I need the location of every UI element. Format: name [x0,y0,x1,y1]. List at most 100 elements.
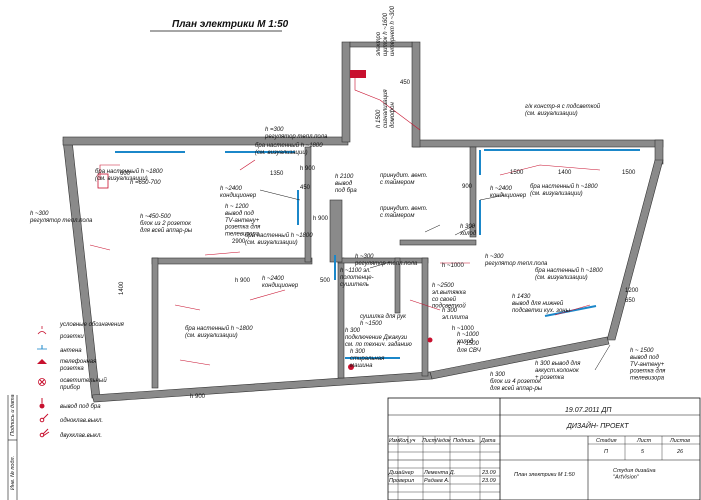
tb-date: 19.07.2011 ДП [565,407,612,414]
plan-title: План электрики М 1:50 [172,19,289,30]
tb-designer-name: Лемента Д. [423,470,455,476]
label-prinud1: принудит. вент.с таймером [380,173,427,186]
label-polotence: h ~1100 эл.полотенце-сушитель [340,268,374,288]
label-bra4: бра настенный h ~1800(см. визуализации) [245,232,313,246]
tb-checker-date: 23.09 [481,478,496,484]
tb-list: 5 [641,449,645,455]
tb-designer-date: 23.09 [481,470,496,476]
side-label-2: Инв. № подл. [10,456,16,490]
leader-lines [259,189,611,371]
legend-antenna-icon [37,345,47,350]
label-h1000a: h ~1000 [442,263,465,269]
legend-light-icon [38,378,46,386]
label-1400: 1400 [119,281,125,295]
title-block: 19.07.2011 ДП ДИЗАЙН- ПРОЕКТ Изм. Кол.уч… [387,397,701,500]
tb-head-podpis: Подпись [453,438,475,444]
label-prinud2: принудит. вент.с таймером [380,206,427,219]
label-450b: 450 [300,185,311,191]
tb-listov: 26 [676,449,684,455]
tb-head-data: Дата [480,438,496,444]
label-600: 600 [120,171,131,177]
tb-list-h: Лист [636,438,652,444]
tb-head-izm: Изм. [389,438,401,444]
walls [62,41,664,403]
wiring [89,75,601,366]
tb-head-list: Лист [421,438,437,444]
tb-head-ndok: №док [436,438,451,444]
label-500: 500 [320,278,331,284]
label-h900d: h 900 [190,394,206,400]
label-h1000b: h ~1000 [452,326,475,332]
tb-project: ДИЗАЙН- ПРОЕКТ [566,421,629,430]
label-1500a: 1500 [510,170,524,176]
tb-head-kol: Кол.уч [399,438,416,444]
label-bra2: бра настенный h ~1800(см. визуализации) [530,183,598,197]
label-bra6: бра настенный h ~1800(см. визуализации) [185,325,253,339]
label-2900: 2900 [232,239,246,245]
label-signal: h 1500сигнализациядомофон [376,89,396,128]
legend: условные обозначения розетки антена теле… [37,322,125,439]
label-gk: г/к констр-я с подсветкой(см. визуализац… [525,103,601,117]
label-h650-700: h =650-700 [130,180,161,186]
label-1500b: 1500 [622,170,636,176]
legend-item-6: двухклав.выкл. [60,433,102,439]
label-bra3: бра настенный h ~1800(см. визуализации) [95,168,163,182]
label-1350: 1350 [270,171,284,177]
tb-listov-h: Листов [669,438,690,444]
label-bra5: бра настенный h ~1800(см. визуализации) [535,267,603,281]
side-label-1: Подпись и дата [10,394,16,436]
legend-socket-icon [37,326,47,335]
legend-bra-icon [39,398,45,409]
label-h900b: h 900 [313,216,329,222]
lighting-strips [115,149,640,359]
legend-item-4: вывод под бра [60,404,101,410]
label-bra1: бра настенный h ~1800(см. визуализации) [255,142,323,156]
legend-switch1-icon [39,413,49,423]
labels: электрощиток h ~1600интернет h ~300 450 … [29,5,666,400]
label-900: 900 [462,184,473,190]
tb-stadia-h: Стадия [596,438,617,444]
legend-item-1: антена [60,348,82,354]
label-h900c: h 900 [235,278,251,284]
label-650: 650 [625,298,636,304]
legend-switch2-icon [39,428,50,438]
legend-title: условные обозначения [59,322,125,328]
tb-designer-role: Дизайнер [388,469,414,476]
label-1200: 1200 [625,288,639,294]
tb-checker-role: Проверил [389,478,414,484]
label-1400b: 1400 [558,170,572,176]
label-450: 450 [400,80,411,86]
tb-checker-name: Радаев А. [424,478,449,484]
label-h900: h 900 [300,166,316,172]
tb-stadia: П [604,449,608,455]
label-elec-shchit: электрощиток h ~1600интернет h ~300 [376,5,396,56]
tb-sheet-title: План электрики М 1:50 [514,472,576,478]
tb-studio: Студия дизайна"ArtVision" [613,467,656,480]
legend-phone-icon [37,359,47,364]
legend-item-5: одноклав.выкл. [60,418,103,424]
side-strip: Подпись и дата Инв. № подл. [7,394,18,500]
